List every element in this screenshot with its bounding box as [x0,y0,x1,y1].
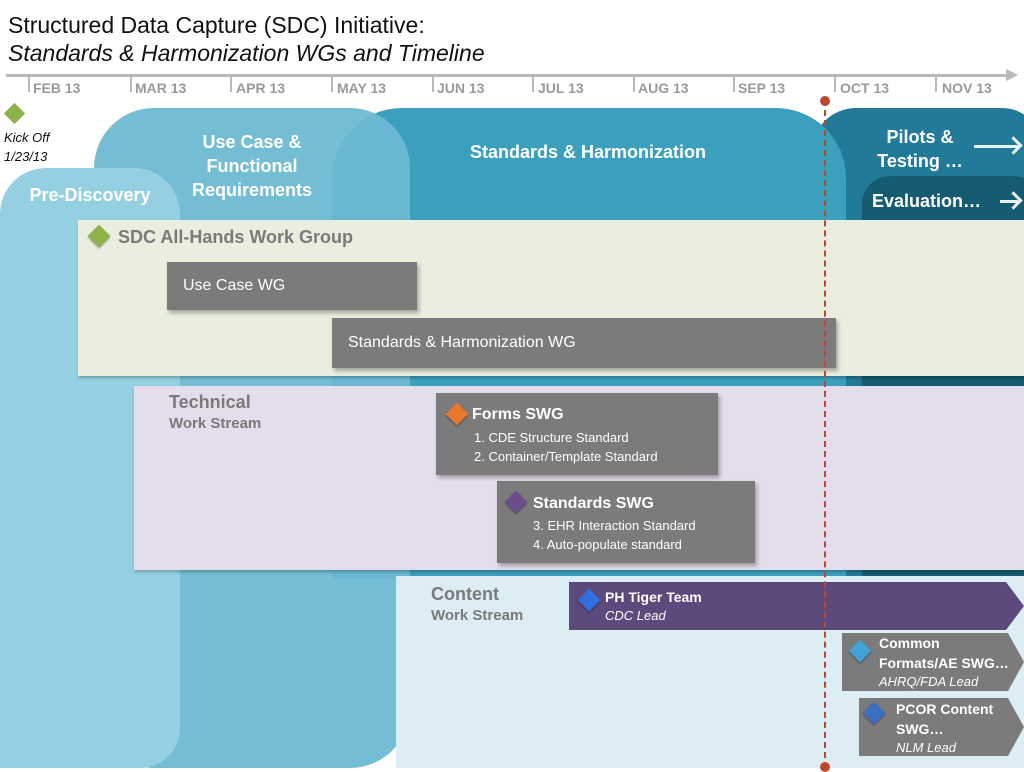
title-line-2: Standards & Harmonization WGs and Timeli… [8,40,485,66]
standards-swg-title: Standards SWG [533,495,654,512]
forms-swg-item: 1. CDE Structure Standard [474,430,629,445]
timeline-tick [28,77,30,92]
timeline-axis [6,74,1010,77]
month-label-may: MAY 13 [337,80,387,96]
timeline-tick [834,77,836,92]
forms-swg-diamond-icon [445,402,469,426]
phase-label-pilots-2: Testing … [877,151,963,171]
phase-label-pre-discovery: Pre-Discovery [29,185,151,205]
current-date-marker-icon [820,96,830,106]
kickoff-label: Kick Off [4,130,50,145]
ph-tiger-team-arrow [569,582,1024,630]
content-title: Content [431,584,499,604]
phase-label-use-case-1: Use Case & [202,132,302,152]
use-case-wg-box: Use Case WG [167,262,417,310]
current-date-marker-bottom-icon [820,762,830,772]
phase-label-use-case-3: Requirements [191,180,313,200]
pcor-line-1: PCOR Content [896,701,994,717]
month-label-oct: OCT 13 [840,80,890,96]
common-formats-line-1: Common [879,635,940,651]
timeline-tick [331,77,333,92]
kickoff-diamond-icon [3,102,26,125]
pcor-lead: NLM Lead [896,740,956,755]
timeline-arrowhead [1006,69,1018,81]
phase-label-pilots-1: Pilots & [886,127,954,147]
standards-swg-item: 3. EHR Interaction Standard [533,518,696,533]
forms-swg-item: 2. Container/Template Standard [474,449,658,464]
phase-label-standards: Standards & Harmonization [469,142,707,162]
standards-swg-item: 4. Auto-populate standard [533,537,682,552]
month-label-mar: MAR 13 [135,80,187,96]
allhands-title: SDC All-Hands Work Group [118,227,354,247]
common-formats-line-2: Formats/AE SWG… [879,655,1009,671]
timeline-tick [432,77,434,92]
sh-wg-label: Standards & Harmonization WG [348,334,576,351]
month-label-jun: JUN 13 [437,80,485,96]
technical-title: Technical [169,392,251,412]
current-date-line [824,100,826,768]
sh-wg-box: Standards & Harmonization WG [332,318,836,368]
common-formats-lead: AHRQ/FDA Lead [879,674,979,689]
timeline-tick [935,77,937,92]
month-label-jul: JUL 13 [538,80,584,96]
ph-tiger-lead: CDC Lead [605,608,666,623]
month-label-feb: FEB 13 [33,80,81,96]
timeline-tick [230,77,232,92]
month-label-nov: NOV 13 [942,80,992,96]
timeline-tick [633,77,635,92]
ph-tiger-title: PH Tiger Team [605,589,702,605]
timeline-tick [532,77,534,92]
kickoff-date: 1/23/13 [4,149,48,164]
month-label-sep: SEP 13 [738,80,786,96]
pilots-arrow-icon [974,145,1018,148]
standards-swg-box: Standards SWG 3. EHR Interaction Standar… [497,481,755,563]
use-case-wg-label: Use Case WG [183,277,286,294]
evaluation-arrow-icon [1000,200,1018,203]
phase-label-evaluation: Evaluation… [872,191,982,211]
month-label-aug: AUG 13 [638,80,689,96]
pcor-arrow [859,698,1024,756]
timeline-tick [733,77,735,92]
forms-swg-box: Forms SWG 1. CDE Structure Standard 2. C… [436,393,718,475]
timeline-tick [130,77,132,92]
title-line-1: Structured Data Capture (SDC) Initiative… [8,12,425,38]
forms-swg-title: Forms SWG [472,406,564,423]
common-formats-arrow [842,633,1024,691]
content-subtitle: Work Stream [431,607,524,624]
month-label-apr: APR 13 [236,80,286,96]
standards-swg-diamond-icon [504,490,528,514]
phase-label-use-case-2: Functional [206,156,298,176]
technical-subtitle: Work Stream [169,415,262,432]
pcor-line-2: SWG… [896,721,944,737]
